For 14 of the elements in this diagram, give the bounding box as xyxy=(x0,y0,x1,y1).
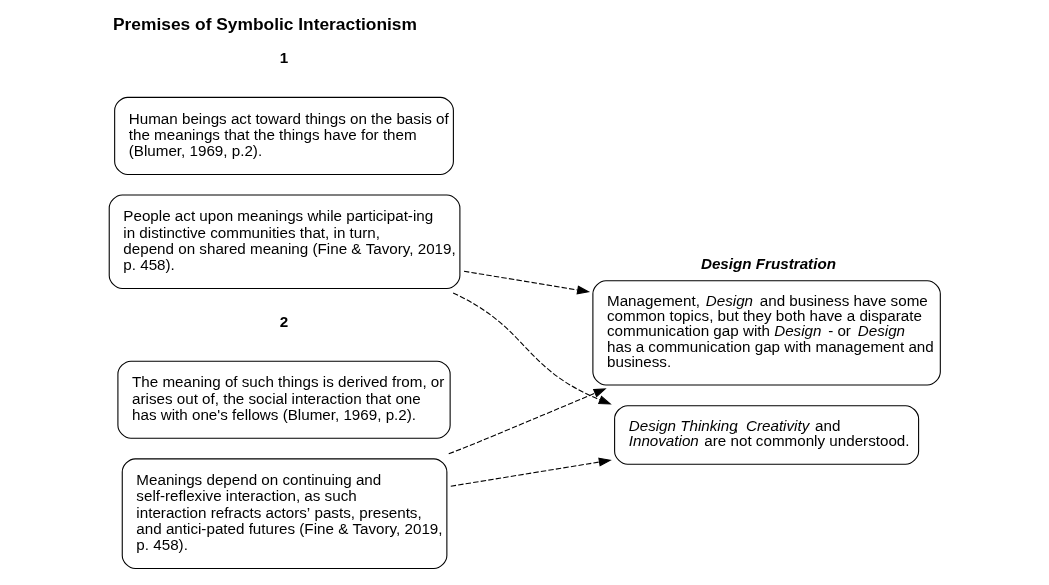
node-box: Human beings act toward things on the basis of the meanings that the things have for them (Blumer, 1969, p.2). xyxy=(114,96,454,175)
label: 1 xyxy=(279,49,289,67)
node-box: Management, Design and business have some common topics, but they both have a disparate communication gap with Design - or Design has a communication gap with management and business. xyxy=(592,280,941,386)
label: 2 xyxy=(279,313,289,331)
arrow xyxy=(448,388,607,455)
node-box: Meanings depend on continuing and self-reflexive interaction, as such interaction refracts actors’ pasts, presents, and antici-pated futures (Fine & Tavory, 2019, p. 458). xyxy=(121,458,448,570)
diagram-title: Premises of Symbolic Interactionism xyxy=(113,13,417,34)
arrow xyxy=(450,457,612,487)
arrow xyxy=(452,292,612,405)
node-label: Design Frustration xyxy=(700,255,836,273)
node-box: Design Thinking, Creativity and Innovation are not commonly understood. xyxy=(614,405,920,465)
node-box: People act upon meanings while participat-ing in distinctive communities that, in turn, depend on shared meaning (Fine & Tavory, 2019, p. 458). xyxy=(108,194,461,289)
arrow xyxy=(463,270,591,295)
node-box: The meaning of such things is derived from, or arises out of, the social interaction that one has with one's fellows (Blumer, 1969, p.2). xyxy=(117,360,451,439)
